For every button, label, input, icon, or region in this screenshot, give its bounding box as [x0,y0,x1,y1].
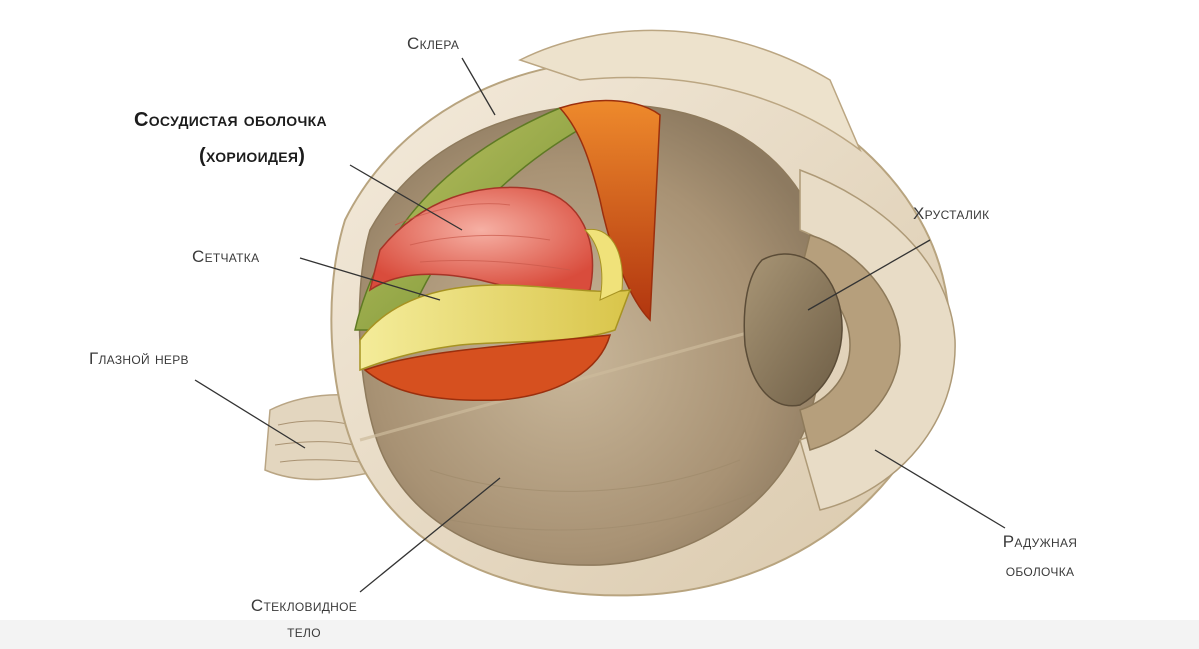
label-retina: Сетчатка [192,244,259,270]
label-vitreous-line1: Стекловидное [224,593,384,619]
label-sclera: Склера [407,31,459,57]
label-optic-nerve: Глазной нерв [89,346,189,372]
label-vitreous-line2: тело [224,619,384,645]
label-lens: Хрусталик [913,201,989,227]
label-iris-line2: оболочка [975,558,1105,584]
label-iris-line1: Радужная [975,529,1105,555]
leader-iris [875,450,1005,528]
label-choroid-line1: Сосудистая оболочка [134,103,327,137]
label-choroid-line2: (хориоидея) [199,139,305,173]
